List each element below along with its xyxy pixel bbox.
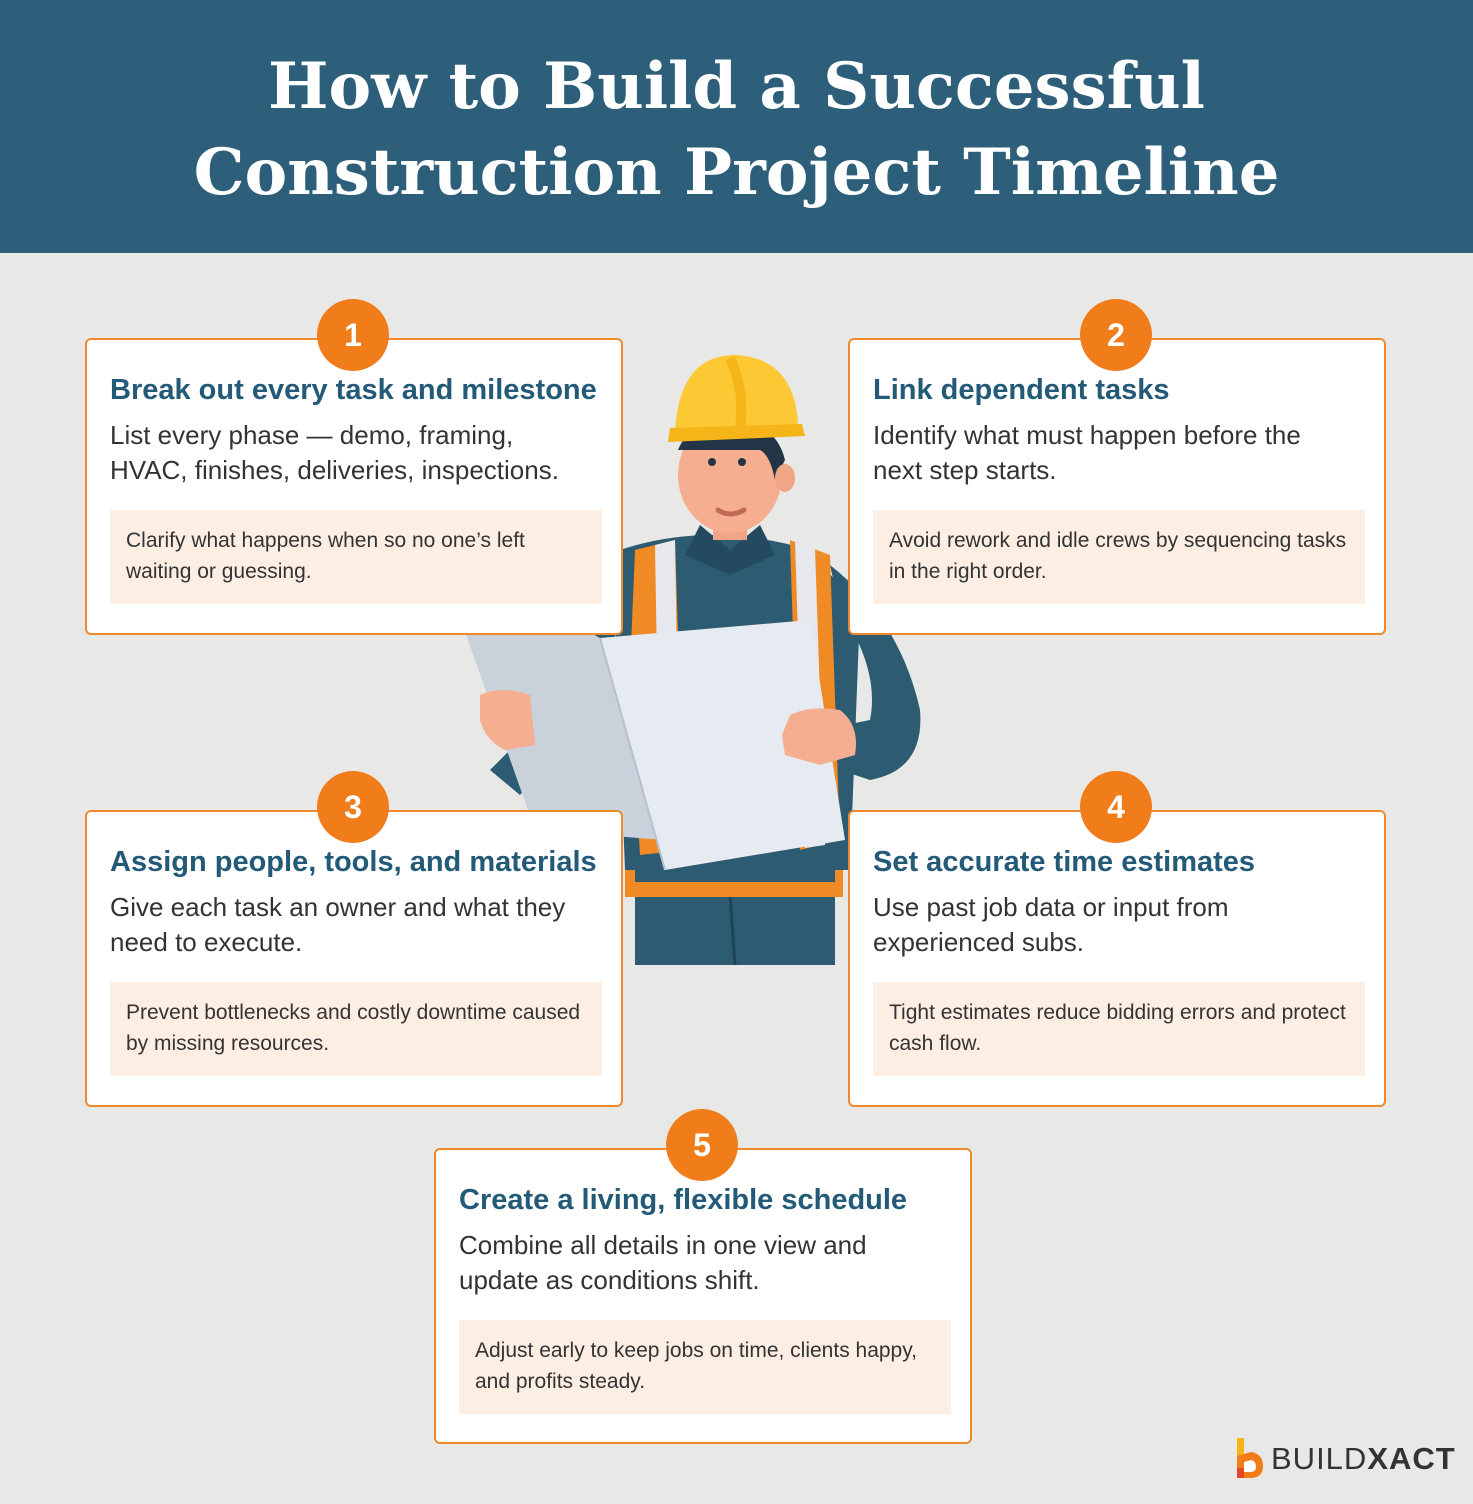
step-title: Link dependent tasks <box>873 374 1170 406</box>
step-description: Combine all details in one view and upda… <box>459 1230 867 1295</box>
page-title-line2: Construction Project Timeline <box>193 135 1280 210</box>
step-description: Give each task an owner and what they ne… <box>110 892 566 957</box>
header-banner: How to Build a Successful Construction P… <box>0 0 1473 253</box>
brand-name-part2: XACT <box>1367 1441 1456 1476</box>
brand-name-part1: BUILD <box>1271 1441 1368 1476</box>
step-card-4: Set accurate time estimates Use past job… <box>848 810 1386 1107</box>
construction-worker-illustration <box>445 355 921 966</box>
step-card-3: Assign people, tools, and materials Give… <box>85 810 623 1107</box>
step-title: Break out every task and milestone <box>110 374 597 406</box>
step-tip: Clarify what happens when so no one’s le… <box>110 510 602 604</box>
step-tip: Avoid rework and idle crews by sequencin… <box>873 510 1365 604</box>
step-number-badge-2: 2 <box>1080 299 1152 371</box>
page-title: How to Build a Successful Construction P… <box>0 44 1473 216</box>
buildxact-logo: BUILDXACT <box>1235 1436 1456 1482</box>
step-description: Identify what must happen before the nex… <box>873 420 1301 485</box>
step-tip: Adjust early to keep jobs on time, clien… <box>459 1320 951 1414</box>
step-tip: Prevent bottlenecks and costly downtime … <box>110 982 602 1076</box>
step-title: Assign people, tools, and materials <box>110 846 597 878</box>
step-title: Set accurate time estimates <box>873 846 1256 878</box>
step-description: List every phase — demo, framing, HVAC, … <box>110 420 559 485</box>
step-tip: Tight estimates reduce bidding errors an… <box>873 982 1365 1076</box>
step-card-2: Link dependent tasks Identify what must … <box>848 338 1386 635</box>
step-number-badge-3: 3 <box>317 771 389 843</box>
step-card-5: Create a living, flexible schedule Combi… <box>434 1148 972 1444</box>
step-card-1: Break out every task and milestone List … <box>85 338 623 635</box>
brand-name: BUILDXACT <box>1271 1441 1456 1477</box>
step-number-badge-5: 5 <box>666 1109 738 1181</box>
buildxact-logo-icon <box>1237 1438 1263 1478</box>
page-title-line1: How to Build a Successful <box>268 49 1205 124</box>
step-number-badge-1: 1 <box>317 299 389 371</box>
step-number-badge-4: 4 <box>1080 771 1152 843</box>
step-title: Create a living, flexible schedule <box>459 1184 908 1216</box>
step-description: Use past job data or input from experien… <box>873 892 1229 957</box>
